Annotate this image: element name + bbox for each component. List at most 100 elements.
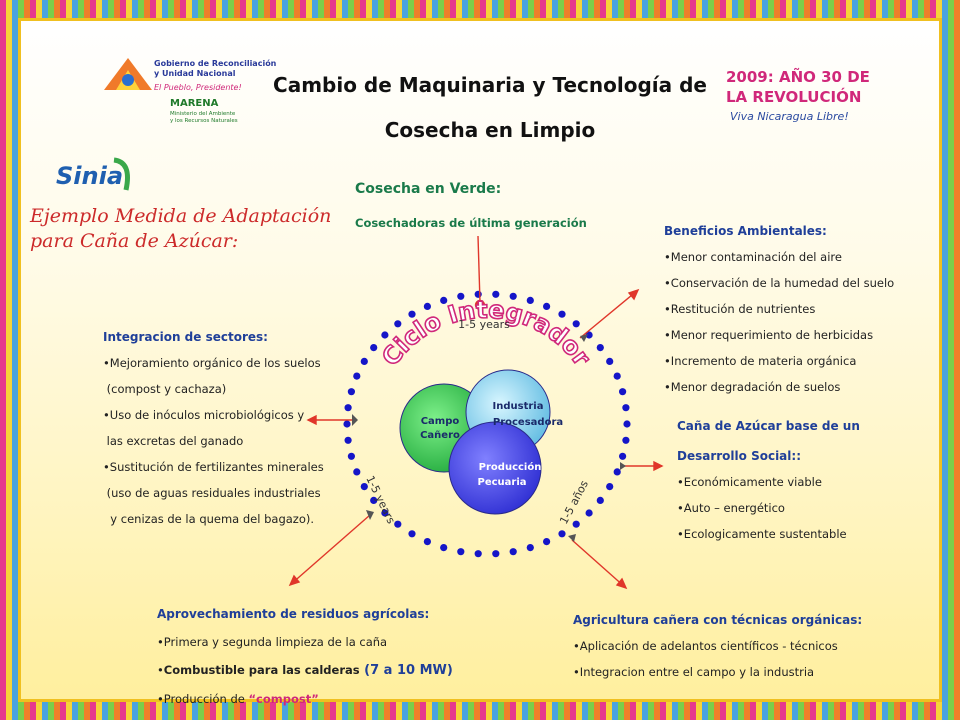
ring-dot xyxy=(474,550,482,558)
residuos-compost-value: “compost” xyxy=(248,692,319,706)
circle-industria-label2: Procesadora xyxy=(493,417,563,428)
ring-dot xyxy=(526,296,534,304)
ring-dot xyxy=(613,372,621,380)
arrow-cosecha-dot xyxy=(474,299,486,311)
label-anos-right: 1-5 años xyxy=(557,478,591,526)
integracion-header: Integracion de sectores: xyxy=(103,330,268,344)
agricultura-block: Agricultura cañera con técnicas orgánica… xyxy=(573,607,862,685)
desarrollo-item: Auto – energético xyxy=(677,495,860,521)
dotted-cycle-ring xyxy=(343,290,631,558)
ring-dot xyxy=(572,320,580,328)
cosecha-sub: Cosechadoras de última generación xyxy=(355,216,587,230)
subtitle-line1: Ejemplo Medida de Adaptación xyxy=(30,205,332,227)
label-years-top: 1-5 years xyxy=(458,318,510,331)
ring-dot xyxy=(543,538,551,546)
arrow-cosecha xyxy=(477,235,481,303)
connector-arrows xyxy=(288,235,664,590)
integracion-line: (compost y cachaza) xyxy=(103,382,227,396)
ring-dot xyxy=(509,292,517,300)
ring-dot xyxy=(558,530,566,538)
desarrollo-item: Económicamente viable xyxy=(677,469,860,495)
marena-sub1: Ministerio del Ambiente xyxy=(170,111,236,117)
revolucion-slogan: Viva Nicaragua Libre! xyxy=(730,110,849,123)
ring-dot xyxy=(596,344,604,352)
residuos-item-compost: •Producción de “compost” xyxy=(157,692,319,706)
ring-dot xyxy=(596,496,604,504)
gobierno-line2: y Unidad Nacional xyxy=(154,69,236,78)
ring-dot xyxy=(344,436,352,444)
beneficios-item: Menor requerimiento de herbicidas xyxy=(664,322,894,348)
ring-dot xyxy=(370,344,378,352)
ring-dot xyxy=(440,544,448,552)
beneficios-block: Beneficios Ambientales: Menor contaminac… xyxy=(664,218,894,400)
beneficios-item: Incremento de materia orgánica xyxy=(664,348,894,374)
circle-industria-label1: Industria xyxy=(493,401,544,412)
ring-dot xyxy=(622,436,630,444)
ring-dot xyxy=(613,468,621,476)
agricultura-item: Integracion entre el campo y la industri… xyxy=(573,659,862,685)
ring-dot xyxy=(353,468,361,476)
circle-campo-label2: Cañero xyxy=(420,430,460,441)
subtitle: Ejemplo Medida de Adaptación para Caña d… xyxy=(30,204,331,254)
desarrollo-header2: Desarrollo Social:: xyxy=(677,449,801,463)
ring-dot xyxy=(347,452,355,460)
beneficios-item: Menor contaminación del aire xyxy=(664,244,894,270)
sinia-logo: Sinia xyxy=(56,157,130,191)
residuos-compost-label: Producción de xyxy=(163,692,249,706)
desarrollo-header1: Caña de Azúcar base de un xyxy=(677,419,860,433)
ring-dot xyxy=(440,296,448,304)
ring-dot xyxy=(408,310,416,318)
ring-dot xyxy=(619,452,627,460)
ring-dot xyxy=(360,357,368,365)
ring-dot xyxy=(606,483,614,491)
ring-dot xyxy=(394,320,402,328)
ring-dot xyxy=(526,544,534,552)
circle-produccion-label1: Producción xyxy=(479,461,542,473)
ring-dot xyxy=(457,292,465,300)
ring-dot xyxy=(343,420,351,428)
residuos-item: Primera y segunda limpieza de la caña xyxy=(157,628,453,656)
integracion-line: •Mejoramiento orgánico de los suelos xyxy=(103,356,321,370)
beneficios-item: Conservación de la humedad del suelo xyxy=(664,270,894,296)
integracion-line: •Sustitución de fertilizantes minerales xyxy=(103,460,324,474)
ring-markers xyxy=(352,334,626,542)
agricultura-header: Agricultura cañera con técnicas orgánica… xyxy=(573,613,863,627)
ring-dot xyxy=(492,290,500,298)
residuos-calderas-label: Combustible para las calderas xyxy=(163,663,360,677)
integracion-line: las excretas del ganado xyxy=(103,434,244,448)
ring-dot xyxy=(423,538,431,546)
circle-produccion-pecuaria xyxy=(448,421,542,515)
cycle-title-path: Ciclo Integrador xyxy=(376,295,597,372)
subtitle-line2: para Caña de Azúcar: xyxy=(30,230,239,252)
ring-dot xyxy=(394,520,402,528)
circle-produccion-label2: Pecuaria xyxy=(477,477,526,488)
residuos-calderas-value: (7 a 10 MW) xyxy=(359,663,453,678)
beneficios-item: Menor degradación de suelos xyxy=(664,374,894,400)
marena-title: MARENA xyxy=(170,98,219,109)
residuos-item-calderas: •Combustible para las calderas (7 a 10 M… xyxy=(157,663,453,678)
ring-dot xyxy=(381,509,389,517)
residuos-block: Aprovechamiento de residuos agrícolas: P… xyxy=(157,600,453,713)
beneficios-header: Beneficios Ambientales: xyxy=(664,224,827,238)
ring-dot xyxy=(408,530,416,538)
arrow-beneficios xyxy=(579,289,639,339)
ring-dot xyxy=(585,509,593,517)
integracion-line: •Uso de inóculos microbiológicos y xyxy=(103,408,305,422)
revolucion-line1: 2009: AÑO 30 DE xyxy=(726,67,870,86)
arrow-residuos xyxy=(289,514,371,586)
ring-dot xyxy=(344,404,352,412)
ring-dot xyxy=(543,302,551,310)
ring-dot xyxy=(492,550,500,558)
desarrollo-block: Caña de Azúcar base de un Desarrollo Soc… xyxy=(677,413,860,547)
gobierno-slogan: El Pueblo, Presidente! xyxy=(154,83,242,92)
title-line1: Cambio de Maquinaria y Tecnología de xyxy=(273,73,707,97)
beneficios-item: Restitución de nutrientes xyxy=(664,296,894,322)
label-years-left: 1-5 years xyxy=(363,474,397,526)
ring-dot xyxy=(572,520,580,528)
ring-dot xyxy=(423,302,431,310)
agricultura-item: Aplicación de adelantos científicos - té… xyxy=(573,633,862,659)
ring-dot xyxy=(353,372,361,380)
desarrollo-item: Ecologicamente sustentable xyxy=(677,521,860,547)
arrow-agricultura xyxy=(571,539,627,589)
